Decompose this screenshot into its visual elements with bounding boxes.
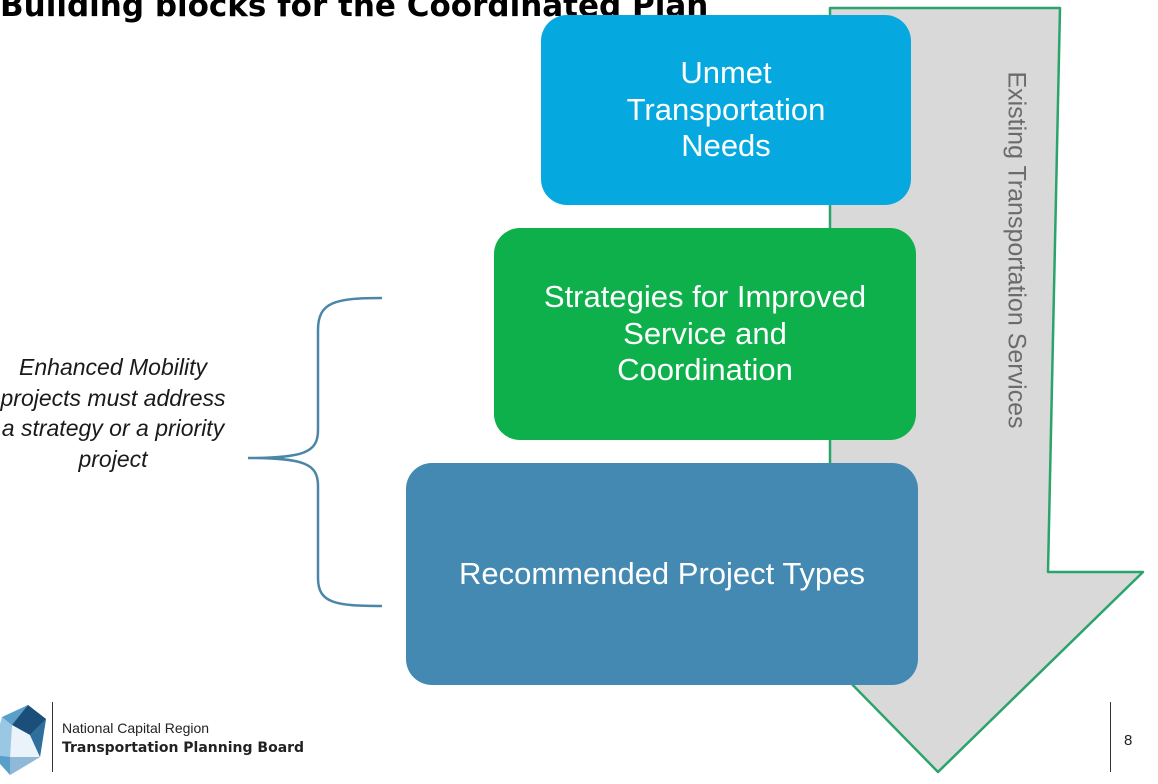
box-strategies: Strategies for Improved Service and Coor… <box>494 228 916 440</box>
page-number-divider <box>1110 702 1111 772</box>
box-project-types: Recommended Project Types <box>406 463 918 685</box>
logo-divider <box>52 702 53 772</box>
box-unmet-needs: Unmet Transportation Needs <box>541 15 911 205</box>
box-project-types-label: Recommended Project Types <box>458 555 866 591</box>
tpb-logo-icon <box>0 705 46 775</box>
box-strategies-label: Strategies for Improved Service and Coor… <box>543 279 867 388</box>
curly-brace <box>247 296 383 608</box>
box-unmet-needs-label: Unmet Transportation Needs <box>626 55 826 164</box>
page-number: 8 <box>1124 732 1133 749</box>
org-name-line1: National Capital Region <box>62 720 210 736</box>
org-name-line2: Transportation Planning Board <box>62 740 305 756</box>
side-note: Enhanced Mobility projects must address … <box>0 354 226 472</box>
arrow-label-text: Existing Transportation Services <box>1002 71 1031 429</box>
